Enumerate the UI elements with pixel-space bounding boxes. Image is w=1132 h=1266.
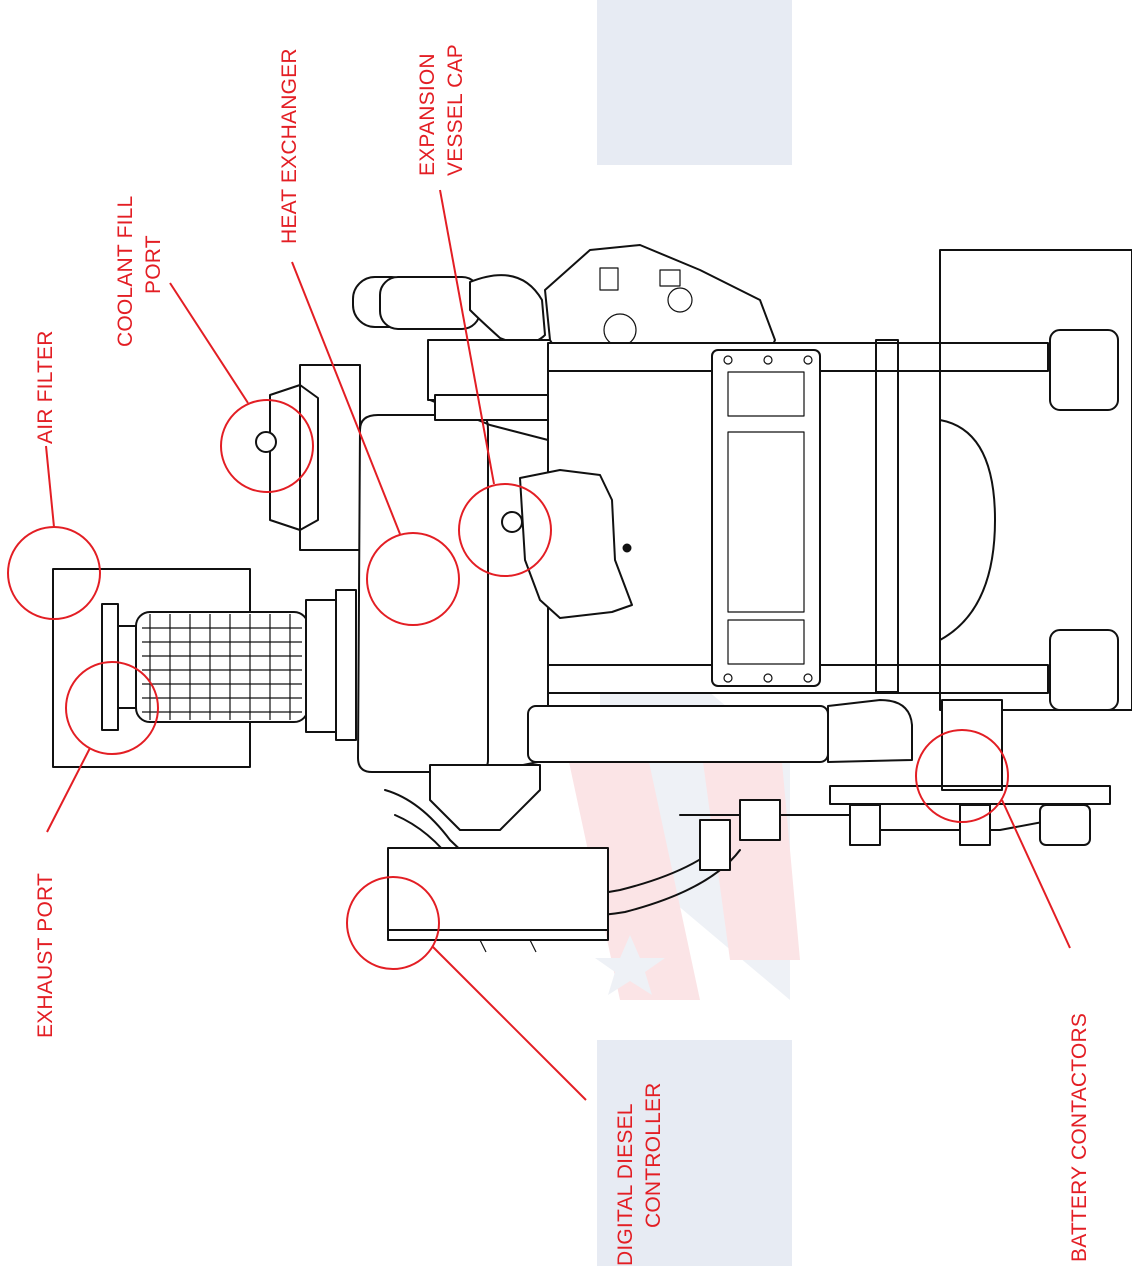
mount-upper (1049, 329, 1119, 411)
callout-air-filter (7, 445, 101, 620)
label-coolant-fill-port: COOLANT FILL (114, 196, 137, 347)
label-expansion: EXPANSION (416, 53, 439, 176)
coolant-fill-circle (220, 399, 314, 493)
controller-foot (387, 929, 609, 941)
heat-exchanger-circle (366, 532, 460, 626)
frame-plate (711, 349, 821, 687)
controller-box (387, 847, 609, 931)
engine-drawing (52, 244, 1132, 953)
label-heat-exchanger: HEAT EXCHANGER (278, 48, 301, 244)
heat-exchanger-leader (291, 261, 401, 535)
watermark-star (595, 935, 665, 995)
left-housing (299, 364, 361, 551)
callout-labels: AIR FILTER COOLANT FILL PORT HEAT EXCHAN… (34, 44, 1091, 1266)
fill-cap (255, 431, 277, 453)
bell-housing (939, 419, 996, 641)
callouts (7, 189, 1071, 1101)
callout-digital-diesel-controller (346, 876, 587, 1101)
callout-heat-exchanger (291, 261, 460, 626)
coolant-fill-leader (169, 282, 249, 404)
exhaust-collar-2 (335, 589, 357, 741)
label-air-filter: AIR FILTER (34, 330, 57, 444)
label-coolant-fill-port-line2: PORT (142, 235, 165, 294)
mount-lower (1049, 629, 1119, 711)
turbo-base (427, 339, 559, 401)
exhaust-flange (101, 603, 119, 731)
expansion-tank (519, 469, 633, 619)
label-battery-contactors: BATTERY CONTACTORS (1068, 1013, 1091, 1262)
label-vessel-cap: VESSEL CAP (444, 44, 467, 176)
watermark-bar-top (597, 0, 792, 165)
top-elbow (469, 274, 546, 345)
watermark-bar-bottom (597, 1040, 792, 1266)
watermark-logo (560, 0, 800, 1266)
callout-exhaust-port (46, 661, 159, 833)
lower-pump (429, 764, 541, 831)
lower-manifold (527, 705, 829, 763)
expansion-cap-circle (458, 483, 552, 577)
generator-end (939, 249, 1132, 711)
exhaust-port-leader (46, 747, 91, 833)
air-filter-leader (45, 445, 55, 528)
exhaust-port-circle (65, 661, 159, 755)
coolant-hose (827, 699, 913, 763)
callout-battery-contactors (915, 729, 1071, 949)
controller-leader (431, 945, 587, 1101)
heat-exchanger-tank (357, 414, 489, 773)
frame-bottom-rail (547, 664, 1049, 694)
label-digital-diesel: DIGITAL DIESEL (614, 1103, 637, 1266)
watermark-red-stripe-2 (700, 740, 800, 960)
turbo-flange (434, 394, 551, 421)
exhaust-bellows (135, 611, 309, 723)
label-controller: CONTROLLER (642, 1082, 665, 1228)
watermark-red-stripe (560, 720, 700, 1000)
battery-box (941, 699, 1003, 791)
expansion-cap-leader (439, 189, 495, 485)
controller-circle (346, 876, 440, 970)
frame-upright (875, 339, 899, 693)
callout-coolant-fill-port (169, 282, 314, 493)
battery-contactors-circle (915, 729, 1009, 823)
battery-contactors-leader (1001, 799, 1071, 949)
callout-expansion-vessel-cap (439, 189, 552, 577)
label-exhaust-port: EXHAUST PORT (34, 873, 57, 1038)
